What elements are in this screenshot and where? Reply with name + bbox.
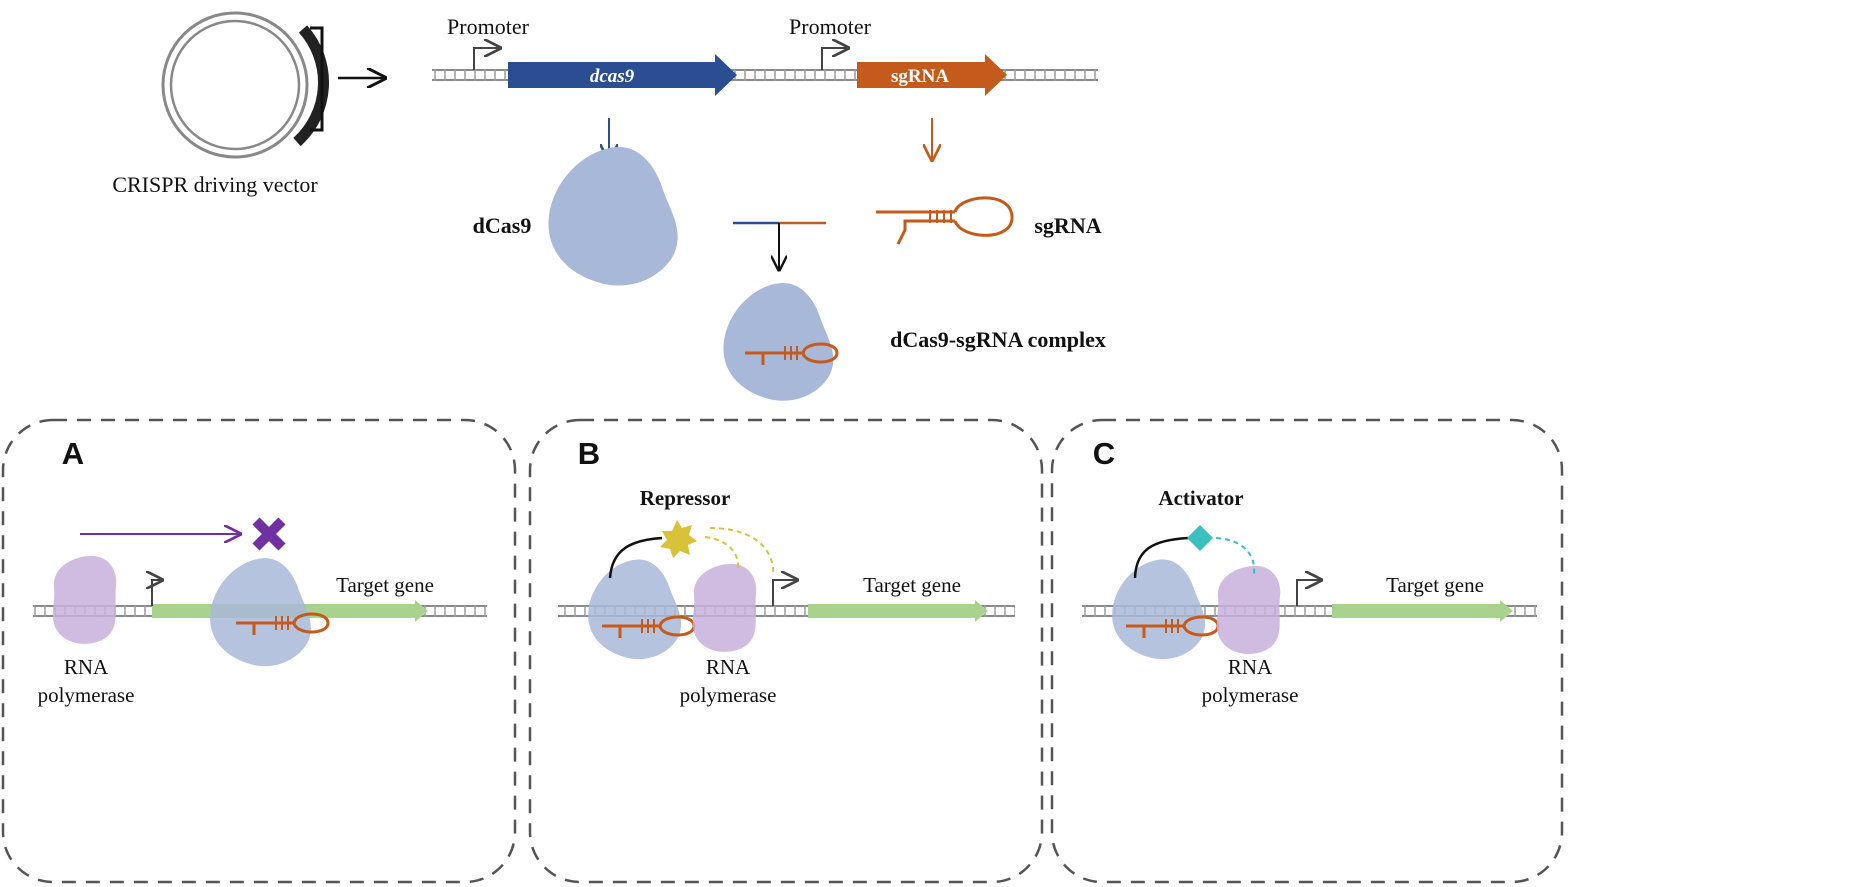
promoter-arrow-2: [821, 48, 848, 70]
panel-a-frame: [1, 418, 517, 884]
panel-b-dcas9-icon: [588, 559, 682, 660]
panel-a-rnap-icon: [52, 555, 117, 644]
panel-c-rnap-label-line1: RNA: [1228, 655, 1273, 679]
panel-a-dcas9-icon: [210, 558, 311, 667]
panel-b-rnap-label-line2: polymerase: [680, 683, 777, 707]
promoter-label-2: Promoter: [789, 14, 872, 39]
panel-c-rnap-icon: [1216, 565, 1281, 654]
panel-b-promoter-arrow: [772, 580, 797, 606]
repressor-label: Repressor: [640, 486, 731, 510]
dcas9-protein-label: dCas9: [473, 213, 532, 238]
panel-c: C Activator Target gene RNA polymerase: [1050, 418, 1564, 884]
repressor-star-icon: [660, 520, 697, 558]
panel-c-dcas9-icon: [1112, 559, 1206, 660]
panel-a-letter: A: [62, 436, 84, 471]
sgrna-label: sgRNA: [1034, 213, 1101, 238]
panel-b-target-gene-arrow: [808, 600, 988, 622]
panel-a-rnap-label-line2: polymerase: [38, 683, 135, 707]
activator-label: Activator: [1158, 486, 1243, 510]
dcas9-gene-label: dcas9: [590, 66, 635, 87]
combine-arrow: [733, 221, 826, 270]
activator-diamond-icon: [1187, 525, 1213, 551]
repressor-dashed-arc-2: [709, 527, 775, 576]
activator-linker: [1133, 536, 1189, 579]
panel-c-rnap-label-line2: polymerase: [1202, 683, 1299, 707]
panel-c-promoter-arrow: [1296, 580, 1321, 606]
panel-c-target-label: Target gene: [1386, 573, 1484, 597]
panel-b-letter: B: [578, 436, 600, 471]
promoter-label-1: Promoter: [447, 14, 530, 39]
panel-a: A Target gene RNA polymerase: [1, 418, 517, 884]
sgrna-gene-label: sgRNA: [891, 66, 949, 87]
panel-b-frame: [528, 418, 1044, 884]
panel-a-promoter-arrow: [152, 580, 162, 606]
complex-protein-icon: [723, 282, 834, 401]
repressor-dashed-arc-1: [704, 536, 740, 571]
vector-label: CRISPR driving vector: [112, 172, 318, 197]
promoter-arrow-1: [473, 48, 500, 70]
sgrna-molecule-icon: [876, 196, 1014, 245]
panel-b-rnap-icon: [692, 563, 757, 652]
panel-c-letter: C: [1093, 436, 1115, 471]
blocked-x-icon: [252, 517, 286, 551]
complex-label: dCas9-sgRNA complex: [890, 327, 1106, 352]
panel-b: B Repressor Target gene RNA polymerase: [528, 418, 1044, 884]
dcas9-protein-icon: [548, 147, 678, 286]
panel-c-target-gene-arrow: [1332, 600, 1513, 622]
activator-dashed-arc: [1215, 537, 1256, 576]
plasmid-vector-icon: [161, 11, 330, 159]
vector-bracket: [310, 26, 324, 132]
panel-a-rnap-label-line1: RNA: [64, 655, 109, 679]
panel-b-rnap-label-line1: RNA: [706, 655, 751, 679]
repressor-linker: [608, 536, 663, 579]
panel-c-frame: [1050, 418, 1564, 884]
sgrna-gene-arrow: [857, 54, 1007, 96]
panel-a-target-label: Target gene: [336, 573, 434, 597]
dcas9-gene-arrow: [508, 54, 737, 96]
panel-b-target-label: Target gene: [863, 573, 961, 597]
